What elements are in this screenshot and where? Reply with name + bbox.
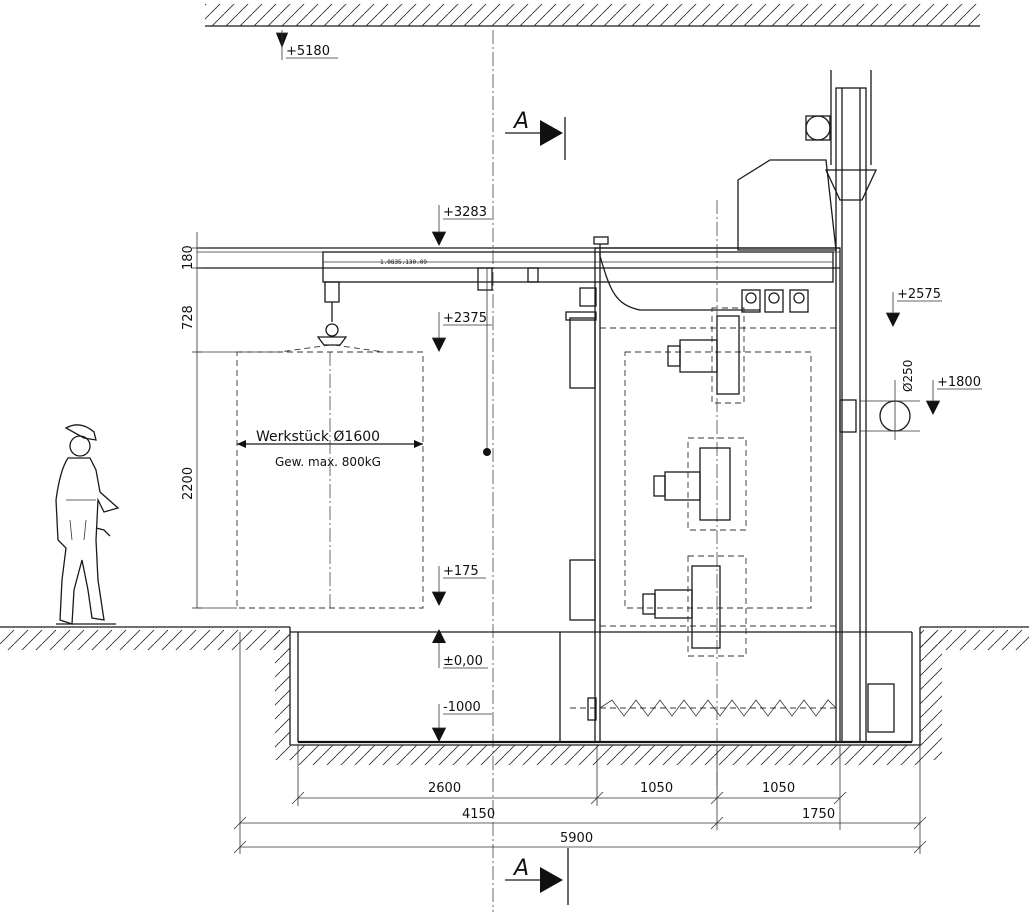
section-marker-top: A	[505, 109, 566, 160]
dim-beam-height: 180	[181, 245, 196, 270]
dim-label: 1050	[762, 781, 795, 796]
level-marker-right-mid: +1800	[926, 375, 982, 415]
screw-conveyor	[570, 697, 840, 721]
dim-label: 5900	[560, 831, 593, 846]
level-label: ±0,00	[443, 654, 483, 669]
level-marker-floor: ±0,00	[432, 629, 488, 669]
level-label: +1800	[937, 375, 981, 390]
level-label: +3283	[443, 205, 487, 220]
level-label: +175	[443, 564, 479, 579]
dim-hook-height: 728	[181, 305, 196, 330]
dim-workpiece-height: 2200	[181, 467, 196, 500]
ceiling	[205, 4, 980, 27]
pit	[275, 627, 942, 765]
horizontal-dimensions: 2600 1050 1050 4150 1750 5900	[233, 632, 927, 854]
workpiece-outline: Werkstück Ø1600 Gew. max. 800kG	[236, 351, 424, 609]
floor	[0, 626, 1029, 650]
level-marker-pit-bottom: -1000	[432, 700, 492, 742]
level-marker-ceiling: +5180	[276, 30, 338, 60]
crane-beam: 1.0835.130.09	[197, 247, 840, 307]
level-marker-beam-top: +3283	[432, 205, 492, 246]
dim-label: 1050	[640, 781, 673, 796]
section-letter: A	[512, 856, 529, 881]
vertical-dimensions: 180 728 2200	[181, 232, 280, 609]
workpiece-weight: Gew. max. 800kG	[275, 455, 381, 469]
beam-drives	[741, 289, 809, 313]
motor-unit-middle	[653, 437, 747, 531]
plumb-weight	[483, 448, 491, 456]
column	[737, 70, 895, 743]
dim-label: 1750	[802, 807, 835, 822]
section-marker-bottom: A	[505, 848, 569, 905]
beam-label: 1.0835.130.09	[380, 259, 427, 266]
motor-unit-lower	[642, 555, 747, 657]
machine-body	[565, 200, 841, 790]
level-label: +2575	[897, 287, 941, 302]
level-marker-right-upper: +2575	[886, 287, 942, 327]
level-label: +2375	[443, 311, 487, 326]
workpiece-label: Werkstück Ø1600	[256, 429, 380, 445]
dim-label: 4150	[462, 807, 495, 822]
pipe-section: Ø250	[860, 360, 920, 440]
pipe-diameter: Ø250	[901, 360, 915, 392]
crane-hook	[279, 281, 385, 353]
section-letter: A	[512, 109, 529, 134]
human-figure	[55, 424, 120, 625]
level-marker-hook-top: +2375	[432, 311, 492, 352]
motor-unit-upper	[667, 307, 745, 404]
dim-label: 2600	[428, 781, 461, 796]
level-label: +5180	[286, 44, 330, 59]
level-label: -1000	[443, 700, 481, 715]
level-marker-workpiece-bottom: +175	[432, 564, 486, 606]
